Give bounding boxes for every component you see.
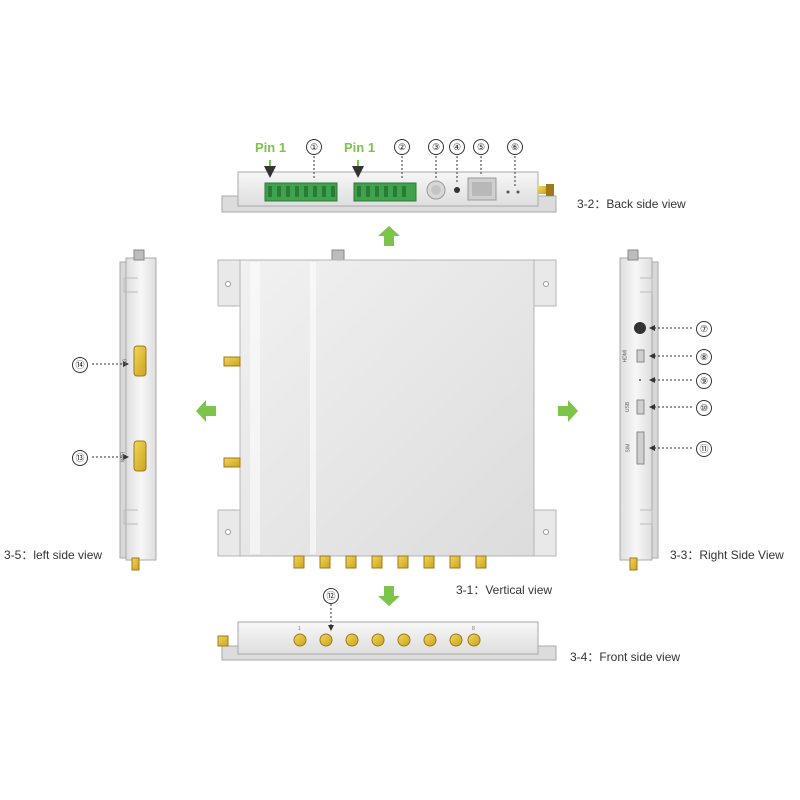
caption-front-view: 3-4：Front side view xyxy=(570,650,681,664)
back-side-view xyxy=(221,156,557,213)
callout-5: ⑤ xyxy=(473,139,489,155)
bottom-connectors xyxy=(293,555,487,569)
callout-8: ⑧ xyxy=(696,349,712,365)
vertical-view xyxy=(217,249,557,569)
callout-2: ② xyxy=(394,139,410,155)
reset-button xyxy=(454,187,460,193)
caption-left-view: 3-5：left side view xyxy=(4,548,103,562)
callout-10: ⑩ xyxy=(696,400,712,416)
callout-12: ⑫ xyxy=(323,588,339,604)
caption-right-view: 3-3：Right Side View xyxy=(670,548,784,562)
callout-1: ① xyxy=(306,139,322,155)
caption-back-view: 3-2：Back side view xyxy=(577,197,686,211)
wifi-label: WIFI xyxy=(120,451,127,463)
callout-13: ⑬ xyxy=(72,450,88,466)
callout-11: ⑪ xyxy=(696,441,712,457)
right-side-view xyxy=(619,249,692,571)
callout-6: ⑥ xyxy=(507,139,523,155)
hdmi-label: HDMI xyxy=(622,349,629,363)
callout-14: ⑭ xyxy=(72,357,88,373)
callout-9: ⑨ xyxy=(696,373,712,389)
usb-label: USB xyxy=(625,401,632,413)
arrow-left xyxy=(196,400,216,422)
pin1-label-a: Pin 1 xyxy=(255,140,287,155)
direction-arrows xyxy=(196,226,578,606)
callout-7: ⑦ xyxy=(696,321,712,337)
terminal-block-1 xyxy=(264,182,338,202)
left-side-view xyxy=(92,249,157,571)
arrow-down xyxy=(378,586,400,606)
arrow-right xyxy=(558,400,578,422)
arrow-up xyxy=(378,226,400,246)
sim-label: SIM xyxy=(625,443,632,453)
side-connectors-left xyxy=(223,356,241,468)
caption-vertical-view: 3-1：Vertical view xyxy=(456,583,553,597)
callout-3: ③ xyxy=(428,139,444,155)
front-port-last-label: 8 xyxy=(472,626,475,632)
front-port-first-label: 1 xyxy=(298,626,301,632)
callout-4: ④ xyxy=(449,139,465,155)
terminal-block-2 xyxy=(353,182,417,202)
4g-label: 4G xyxy=(122,358,129,366)
back-antenna-connector xyxy=(538,186,546,194)
front-side-view xyxy=(217,604,557,661)
pin1-label-b: Pin 1 xyxy=(344,140,376,155)
